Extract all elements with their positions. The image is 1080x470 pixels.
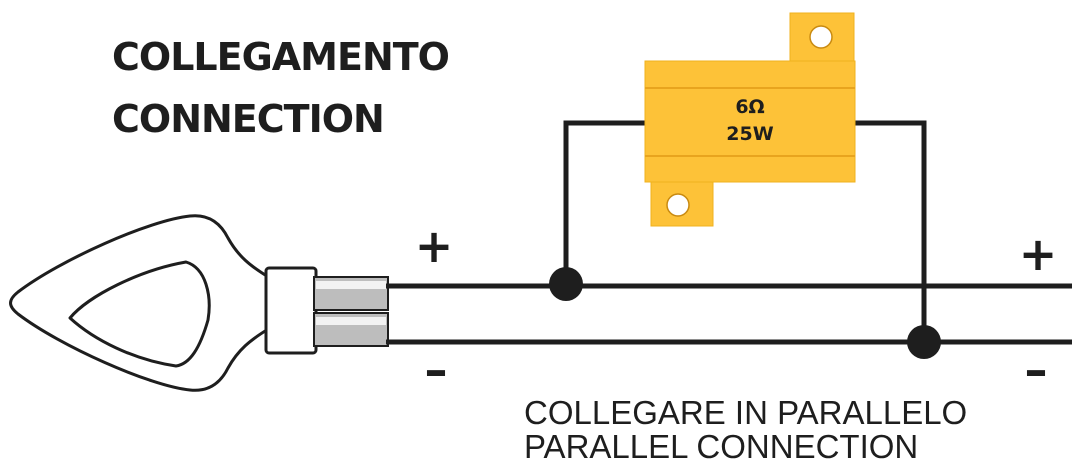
negative-sign-right: –	[1025, 343, 1048, 397]
positive-sign-right: +	[1019, 227, 1058, 281]
load-resistor: 6Ω 25W	[644, 12, 856, 227]
junction-dot-positive	[549, 267, 583, 301]
resistor-lead-right	[852, 120, 927, 342]
resistance-label: 6Ω	[735, 96, 764, 118]
power-label: 25W	[726, 123, 773, 145]
title-italian: COLLEGAMENTO	[112, 35, 450, 79]
title-english: CONNECTION	[112, 97, 385, 141]
negative-sign-left: –	[425, 343, 448, 397]
caption-italian: COLLEGARE IN PARALLELO	[524, 394, 968, 431]
wire-sleeve	[313, 276, 389, 347]
junction-dot-negative	[907, 325, 941, 359]
resistor-lead-left	[563, 120, 645, 286]
caption-english: PARALLEL CONNECTION	[524, 428, 919, 465]
indicator-light-icon	[9, 214, 389, 392]
positive-sign-left: +	[415, 219, 454, 273]
